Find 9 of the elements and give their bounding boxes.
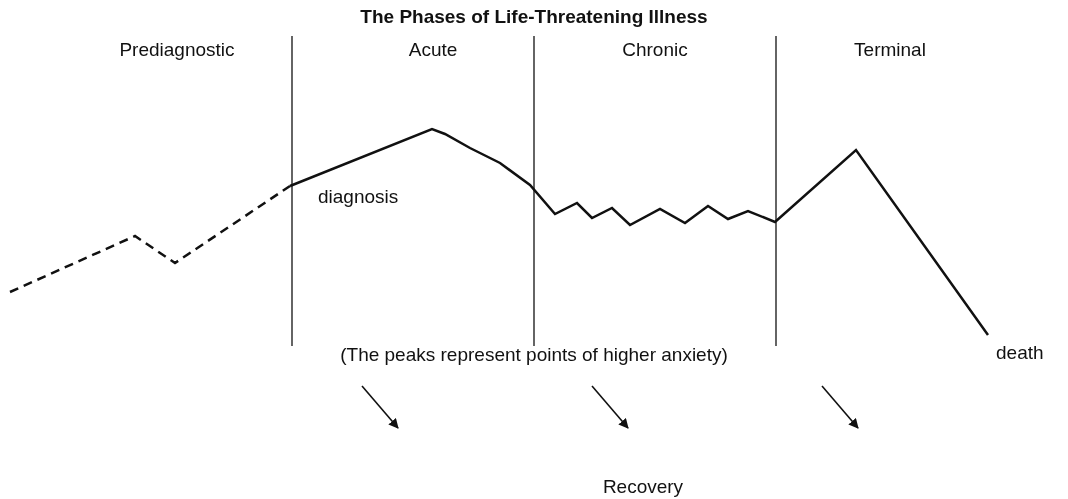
phase-label: Prediagnostic	[119, 39, 235, 61]
diagram-title: The Phases of Life-Threatening Illness	[360, 6, 708, 28]
caption-note: (The peaks represent points of higher anxiety)	[340, 344, 728, 366]
phase-label: Chronic	[622, 39, 688, 61]
point-label: diagnosis	[318, 186, 399, 208]
phase-label: Terminal	[854, 39, 926, 61]
point-label: death	[996, 342, 1044, 364]
outcome-label: Recovery	[602, 476, 684, 498]
phase-label: Acute	[408, 39, 458, 61]
